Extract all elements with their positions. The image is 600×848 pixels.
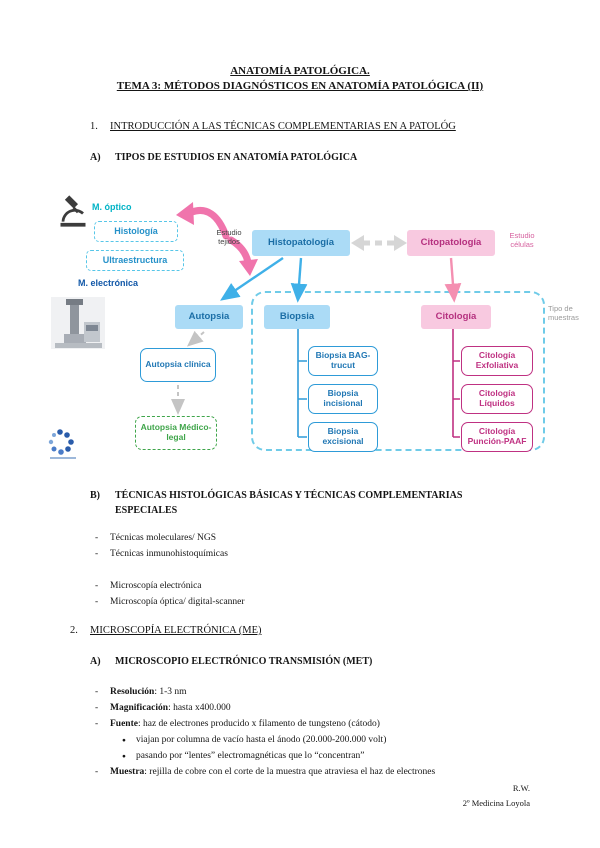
- citologia-exfoliativa-box: Citología Exfoliativa: [461, 346, 533, 376]
- section-2a-heading: A) MICROSCOPIO ELECTRÓNICO TRANSMISIÓN (…: [90, 654, 372, 669]
- dot-bullet: ●: [122, 737, 126, 744]
- dash-bullet: -: [95, 597, 99, 607]
- section-1b-label: B): [90, 490, 100, 501]
- footer: R.W. 2º Medicina Loyola: [463, 781, 530, 811]
- list-item-inmunohistoquimicas: - Técnicas inmunohistoquímicas: [95, 548, 228, 561]
- section-1-title: INTRODUCCIÓN A LAS TÉCNICAS COMPLEMENTAR…: [110, 121, 456, 132]
- met-item-magnificacion: - Magnificación: hasta x400.000: [95, 702, 231, 715]
- university-logo: [48, 429, 76, 459]
- list-item-moleculares: - Técnicas moleculares/ NGS: [95, 532, 216, 545]
- biopsia-bag-trucut-box: Biopsia BAG-trucut: [308, 346, 378, 376]
- section-2a-label: A): [90, 656, 101, 667]
- section-2-heading: 2. MICROSCOPÍA ELECTRÓNICA (ME): [70, 624, 262, 638]
- met-item-resolucion: - Resolución: 1-3 nm: [95, 686, 187, 699]
- optical-microscope-icon: [60, 195, 86, 227]
- page-title-line2: TEMA 3: MÉTODOS DIAGNÓSTICOS EN ANATOMÍA…: [116, 80, 484, 92]
- dash-bullet: -: [95, 549, 99, 559]
- section-2-number: 2.: [70, 625, 78, 636]
- section-1b-heading: B) TÉCNICAS HISTOLÓGICAS BÁSICAS Y TÉCNI…: [90, 488, 462, 518]
- histologia-box: Histología: [94, 221, 178, 242]
- dash-bullet: -: [95, 767, 99, 777]
- estudio-celulas-label: Estudio células: [509, 231, 535, 249]
- page-title-line1: ANATOMÍA PATOLÓGICA.: [230, 65, 370, 77]
- estudio-tejidos-label: Estudio tejidos: [216, 228, 242, 246]
- sample-types-group-border: [251, 291, 545, 451]
- dash-bullet: -: [95, 703, 99, 713]
- tipo-muestras-label: Tipo de muestras: [548, 304, 579, 322]
- study-types-diagram: M. óptico Histología Ultraestructura M. …: [40, 188, 579, 470]
- met-item-muestra: - Muestra: rejilla de cobre con el corte…: [95, 766, 435, 779]
- autopsia-clinica-box: Autopsia clínica: [140, 348, 216, 382]
- page-title: ANATOMÍA PATOLÓGICA. TEMA 3: MÉTODOS DIA…: [0, 64, 600, 94]
- diagram-connectors: [171, 202, 462, 438]
- autopsia-box: Autopsia: [175, 305, 243, 329]
- list-item-text: Técnicas inmunohistoquímicas: [110, 549, 228, 559]
- section-2a-title: MICROSCOPIO ELECTRÓNICO TRANSMISIÓN (MET…: [115, 656, 373, 667]
- biopsia-box: Biopsia: [264, 305, 330, 329]
- citologia-box: Citología: [421, 305, 491, 329]
- m-optico-label: M. óptico: [92, 202, 132, 212]
- list-item-text: Microscopía electrónica: [110, 581, 202, 591]
- met-subitem-lentes: ● pasando por “lentes” electromagnéticas…: [122, 750, 364, 763]
- met-subitem-columna-vacio: ● viajan por columna de vacío hasta el á…: [122, 734, 386, 747]
- list-item-microscopia-electronica: - Microscopía electrónica: [95, 580, 202, 593]
- met-subitem-text: pasando por “lentes” electromagnéticas q…: [136, 751, 365, 761]
- section-1b-title-line1: TÉCNICAS HISTOLÓGICAS BÁSICAS Y TÉCNICAS…: [115, 490, 463, 501]
- footer-course: 2º Medicina Loyola: [462, 798, 530, 808]
- section-1a-heading: A) TIPOS DE ESTUDIOS EN ANATOMÍA PATOLÓG…: [90, 150, 357, 165]
- met-item-text: Resolución: 1-3 nm: [110, 687, 187, 697]
- citopatologia-box: Citopatología: [407, 230, 495, 256]
- citologia-puncion-paaf-box: Citología Punción-PAAF: [461, 422, 533, 452]
- histopatologia-box: Histopatología: [252, 230, 350, 256]
- dash-bullet: -: [95, 581, 99, 591]
- met-item-text: Muestra: rejilla de cobre con el corte d…: [110, 767, 436, 777]
- section-1a-title: TIPOS DE ESTUDIOS EN ANATOMÍA PATOLÓGICA: [115, 152, 358, 163]
- ultraestructura-box: Ultraestructura: [86, 250, 184, 271]
- m-electronica-label: M. electrónica: [78, 278, 139, 288]
- autopsia-medico-legal-box: Autopsia Médico-legal: [135, 416, 217, 450]
- list-item-text: Técnicas moleculares/ NGS: [110, 533, 217, 543]
- met-item-text: Magnificación: hasta x400.000: [110, 703, 231, 713]
- list-item-microscopia-optica: - Microscopía óptica/ digital-scanner: [95, 596, 245, 609]
- list-item-text: Microscopía óptica/ digital-scanner: [110, 597, 245, 607]
- section-1-number: 1.: [90, 121, 98, 132]
- dash-bullet: -: [95, 719, 99, 729]
- section-1b-title-line2: ESPECIALES: [115, 505, 178, 516]
- section-2-title: MICROSCOPÍA ELECTRÓNICA (ME): [90, 625, 262, 636]
- biopsia-excisional-box: Biopsia excisional: [308, 422, 378, 452]
- electron-microscope-image: [51, 297, 105, 349]
- biopsia-incisional-box: Biopsia incisional: [308, 384, 378, 414]
- dash-bullet: -: [95, 687, 99, 697]
- citologia-liquidos-box: Citología Líquidos: [461, 384, 533, 414]
- dot-bullet: ●: [122, 753, 126, 760]
- footer-initials: R.W.: [512, 783, 530, 793]
- met-subitem-text: viajan por columna de vacío hasta el áno…: [136, 735, 387, 745]
- dash-bullet: -: [95, 533, 99, 543]
- section-1-heading: 1. INTRODUCCIÓN A LAS TÉCNICAS COMPLEMEN…: [90, 120, 456, 134]
- section-1b-title: TÉCNICAS HISTOLÓGICAS BÁSICAS Y TÉCNICAS…: [115, 488, 462, 518]
- section-1a-label: A): [90, 152, 101, 163]
- met-item-text: Fuente: haz de electrones producido x fi…: [110, 719, 380, 729]
- met-item-fuente: - Fuente: haz de electrones producido x …: [95, 718, 380, 731]
